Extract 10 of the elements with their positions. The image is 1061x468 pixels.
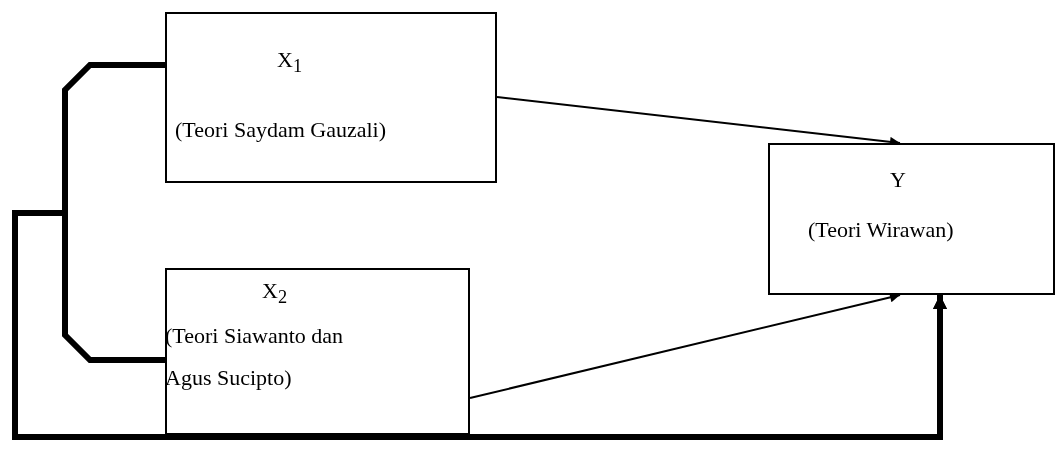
variable-box: [165, 268, 470, 435]
variable-box: [165, 12, 497, 183]
variable-name: Y: [890, 166, 906, 194]
variable-box: [768, 143, 1055, 295]
connector-line: [12, 210, 947, 440]
variable-name: X$_{2}$: [262, 277, 288, 310]
theory-label: (Teori Wirawan): [808, 216, 954, 244]
theory-label: (Teori Saydam Gauzali): [175, 116, 387, 144]
variable-name: X$_{1}$: [277, 46, 303, 79]
theory-label: (Teori Siawanto dan Agus Sucipto): [165, 322, 345, 392]
